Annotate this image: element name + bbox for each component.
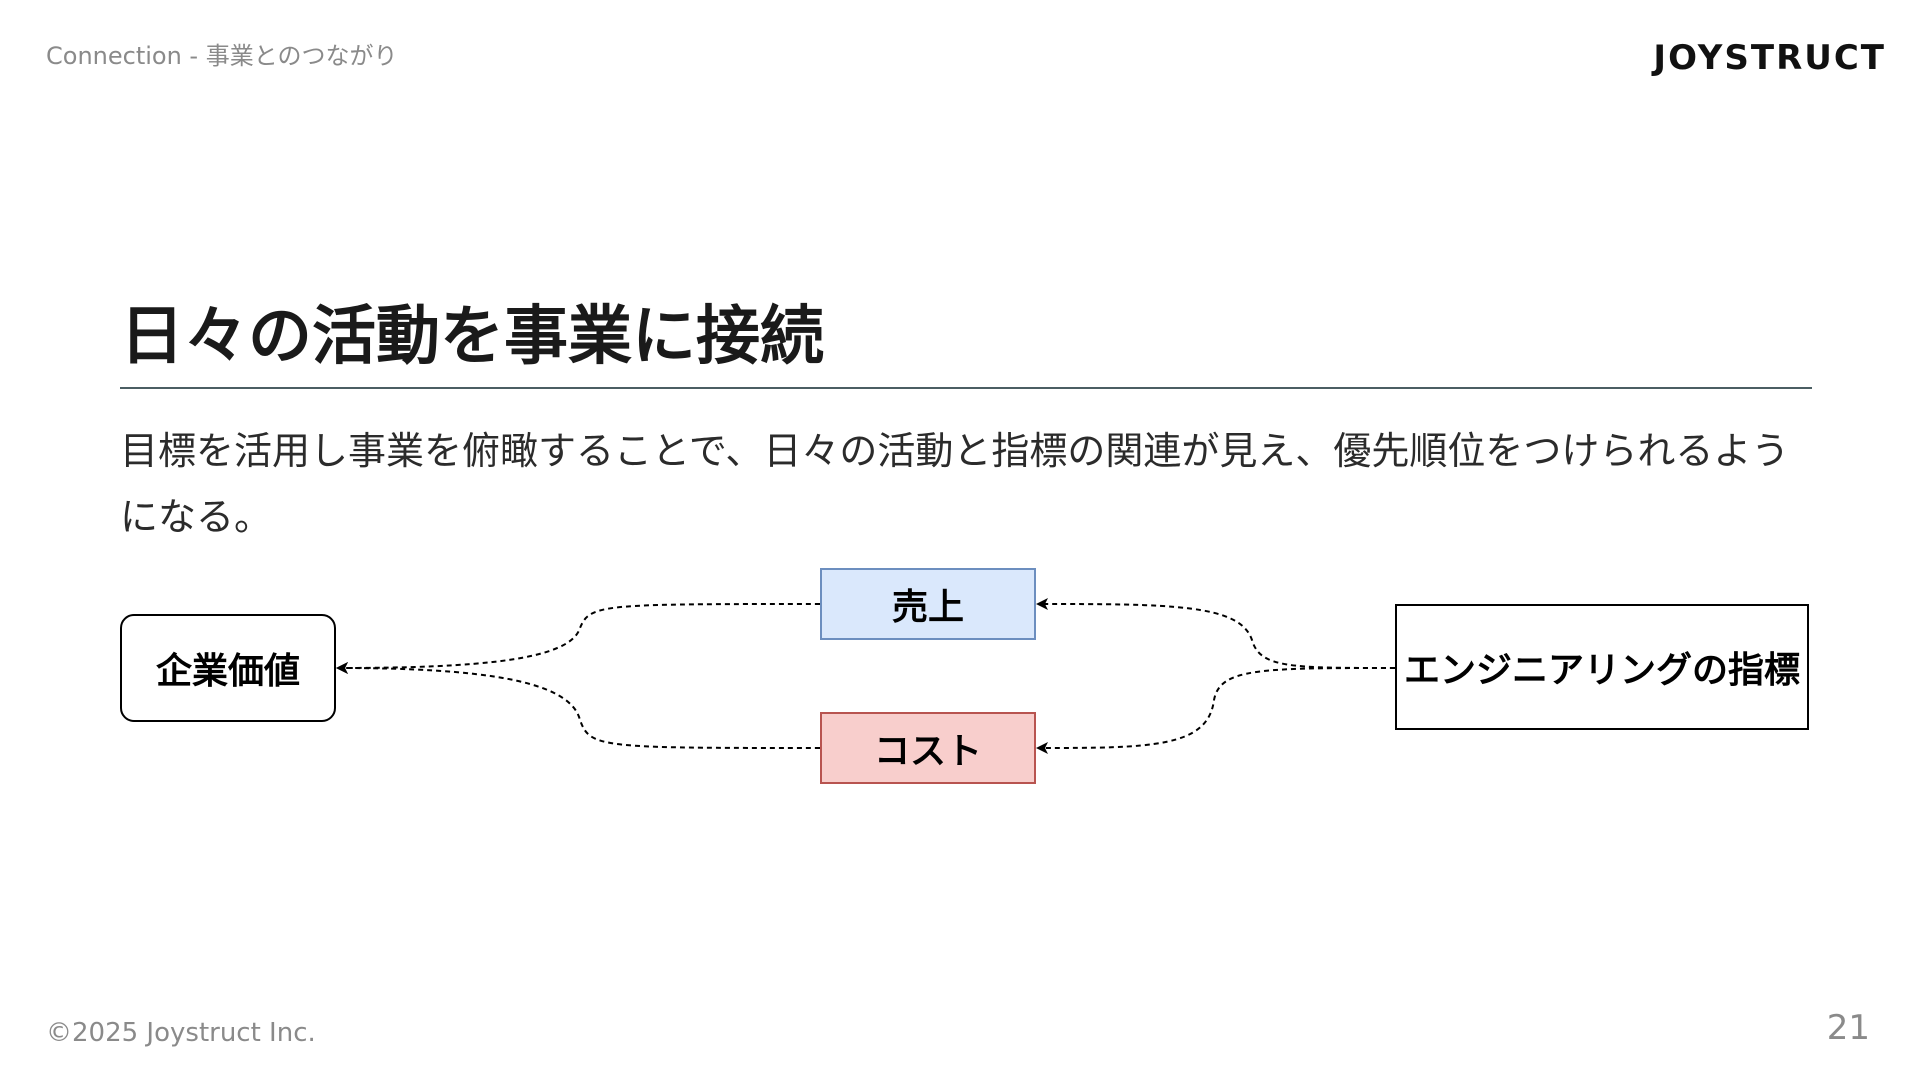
edge-engineering-to-cost — [1036, 667, 1396, 754]
edge-cost-to-value — [336, 662, 821, 749]
edge-sales-to-value — [336, 603, 821, 674]
footer-copyright: ©2025 Joystruct Inc. — [46, 1018, 316, 1048]
page-title: 日々の活動を事業に接続 — [120, 300, 824, 374]
title-divider — [120, 387, 1812, 389]
node-sales: 売上 — [820, 568, 1036, 640]
edge-engineering-to-sales — [1036, 598, 1396, 669]
node-corporate-value: 企業価値 — [120, 614, 336, 722]
page-number: 21 — [1826, 1008, 1870, 1048]
lead-text: 目標を活用し事業を俯瞰することで、日々の活動と指標の関連が見え、優先順位をつけら… — [120, 429, 1790, 539]
section-label: Connection - 事業とのつながり — [46, 42, 398, 70]
joystruct-logo: JOYSTRUCT — [1653, 38, 1886, 78]
node-engineering-metrics: エンジニアリングの指標 — [1395, 604, 1809, 730]
node-cost: コスト — [820, 712, 1036, 784]
